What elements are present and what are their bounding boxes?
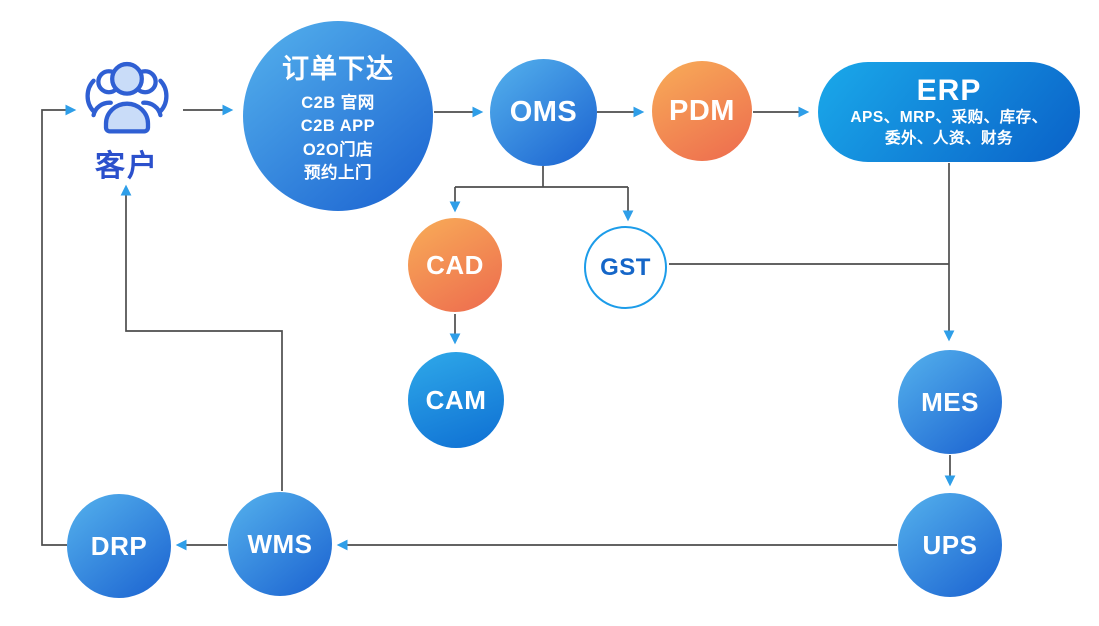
oms-label: OMS	[509, 96, 578, 128]
node-pdm: PDM	[652, 61, 752, 161]
node-mes: MES	[898, 350, 1002, 454]
order-channel: O2O门店	[302, 140, 374, 159]
ups-label: UPS	[922, 529, 978, 560]
node-gst: GST	[584, 226, 667, 309]
wms-label: WMS	[247, 528, 313, 559]
gst-label: GST	[600, 253, 651, 281]
node-erp: ERP APS、MRP、采购、库存、 委外、人资、财务	[818, 62, 1080, 162]
erp-modules-line1: APS、MRP、采购、库存、	[850, 109, 1048, 127]
order-channel: 预约上门	[304, 163, 372, 182]
customer-icon	[85, 61, 169, 134]
drp-label: DRP	[90, 530, 148, 561]
mes-label: MES	[921, 386, 979, 417]
edge-drp-to-customer	[41, 104, 77, 546]
node-cam: CAM	[408, 352, 504, 448]
node-drp: DRP	[67, 494, 171, 598]
pdm-label: PDM	[669, 94, 735, 127]
node-oms: OMS	[490, 59, 597, 166]
node-order: 订单下达 C2B 官网 C2B APP O2O门店 预约上门	[243, 21, 433, 211]
node-wms: WMS	[228, 492, 332, 596]
cam-label: CAM	[425, 384, 487, 415]
edge-wms-to-customer	[120, 184, 283, 491]
erp-title: ERP	[916, 73, 982, 107]
erp-modules-line2: 委外、人资、财务	[884, 130, 1013, 148]
customer-label: 客户	[95, 150, 159, 183]
cad-label: CAD	[426, 249, 484, 280]
node-cad: CAD	[408, 218, 502, 312]
order-title: 订单下达	[282, 53, 394, 84]
node-customer: 客户	[79, 55, 175, 185]
order-channel: C2B 官网	[301, 93, 375, 112]
order-channel: C2B APP	[300, 117, 376, 136]
node-ups: UPS	[898, 493, 1002, 597]
